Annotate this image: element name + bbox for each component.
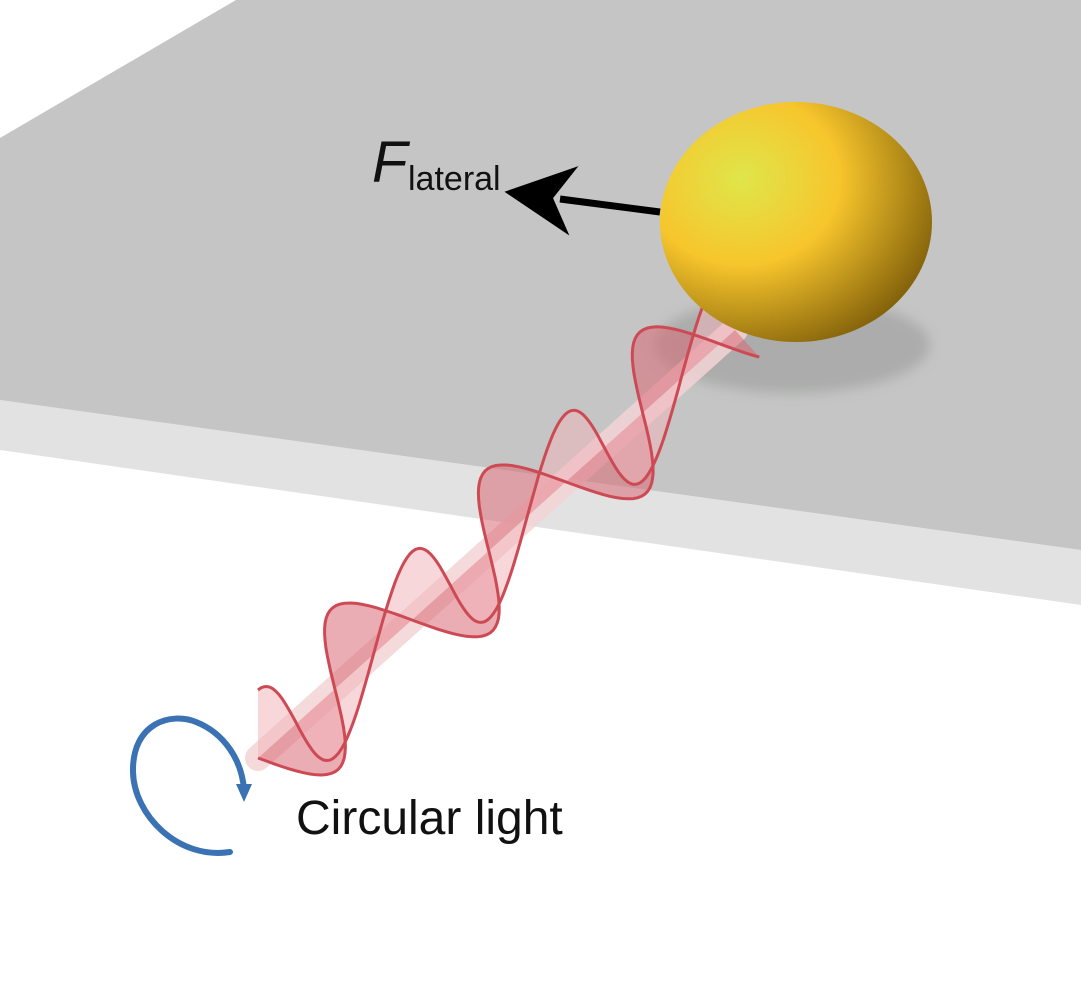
wave-stroke-layer [257,270,760,777]
gold-particle [660,102,932,342]
force-arrow-icon [504,166,661,236]
force-symbol: F [372,130,411,195]
wave-vertical-stroke [257,270,736,763]
wave-horizontal-stroke [257,325,760,777]
circular-arrow-icon [129,715,252,856]
caption-circular-light: Circular light [296,792,563,845]
wave-fill-layer [258,272,760,775]
force-subscript: lateral [408,160,501,198]
